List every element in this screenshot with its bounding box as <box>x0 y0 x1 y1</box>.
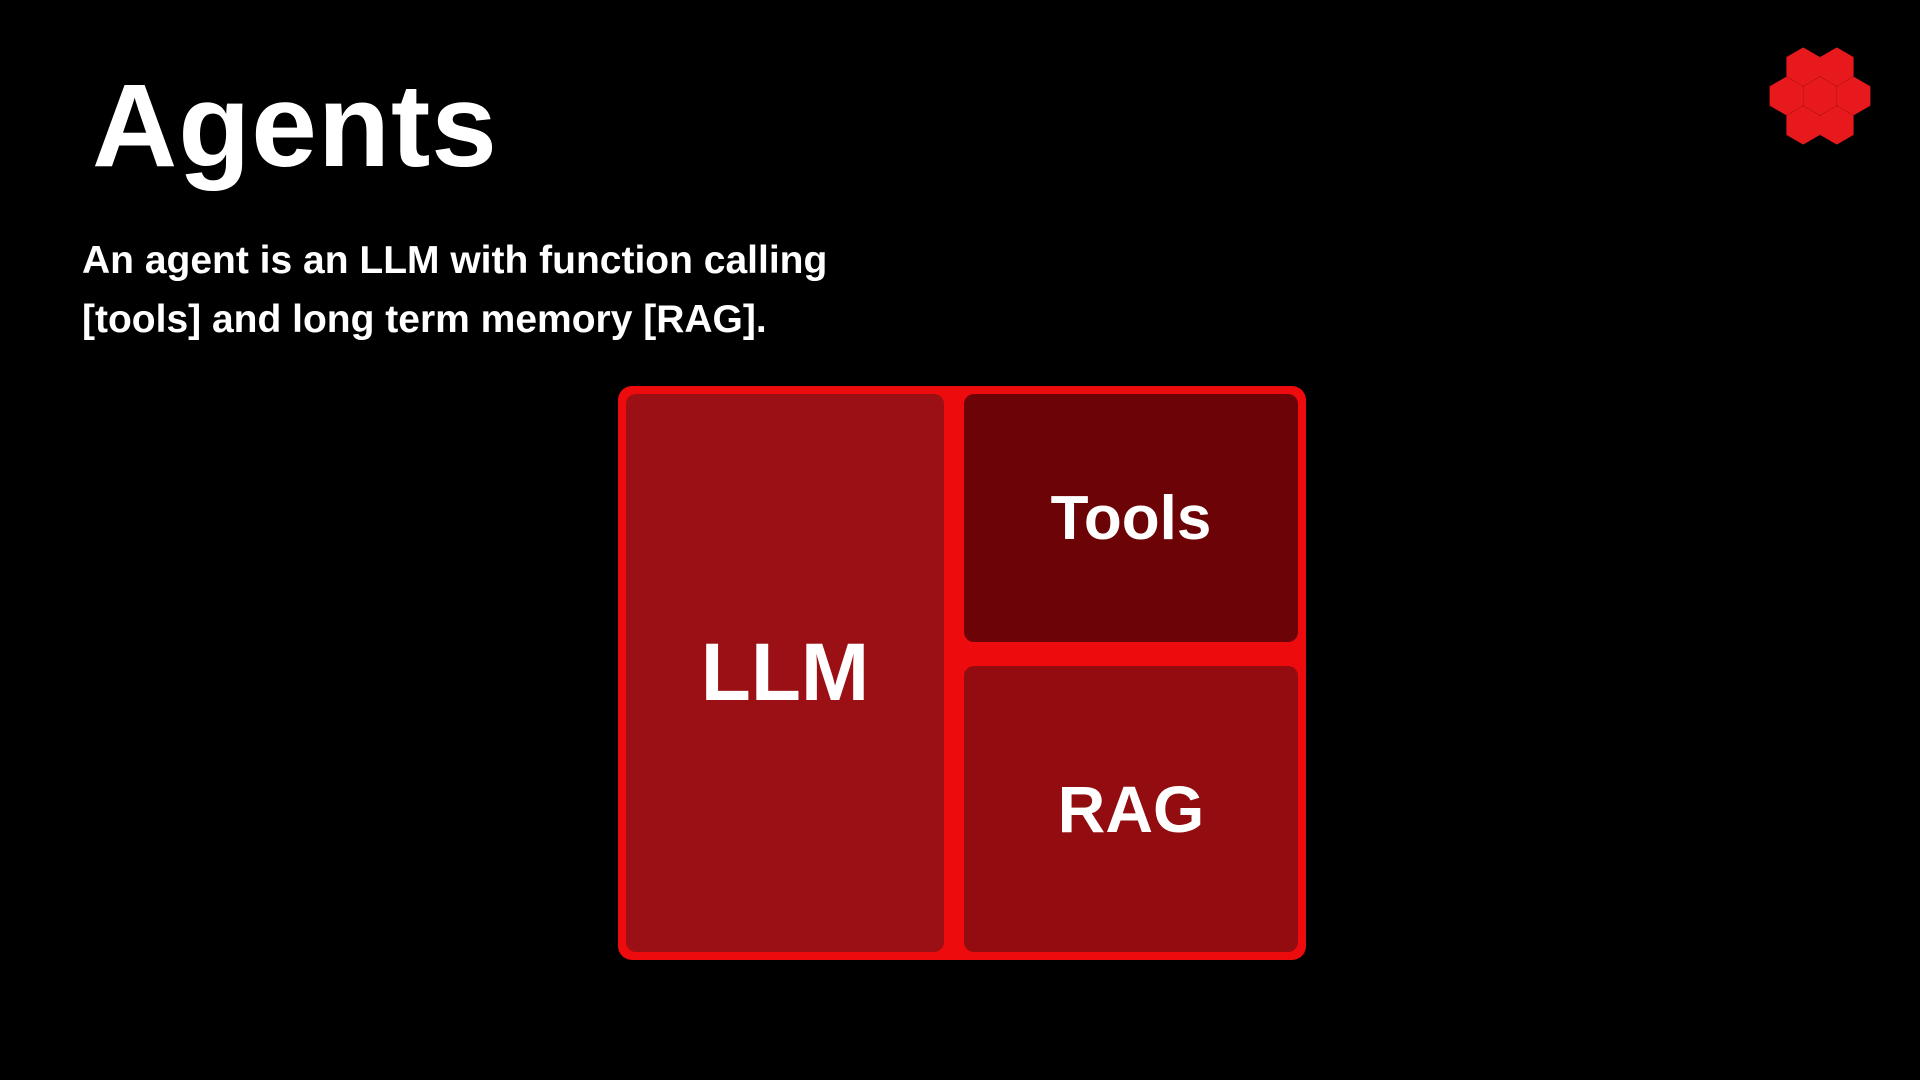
tools-block: Tools <box>964 394 1298 642</box>
rag-block: RAG <box>964 666 1298 952</box>
rag-block-label: RAG <box>1057 772 1205 846</box>
diagram-right-column: Tools RAG <box>964 394 1298 952</box>
subtitle-line-2: [tools] and long term memory [RAG]. <box>82 297 767 341</box>
agent-diagram: LLM Tools RAG <box>618 386 1306 960</box>
tools-block-label: Tools <box>1050 483 1212 553</box>
slide-subtitle: An agent is an LLM with function calling… <box>82 232 827 349</box>
llm-block-label: LLM <box>700 627 870 718</box>
hexagon-logo <box>1760 36 1880 156</box>
llm-block: LLM <box>626 394 944 952</box>
slide-title: Agents <box>92 60 498 192</box>
subtitle-line-1: An agent is an LLM with function calling <box>82 239 828 282</box>
hexagon-cluster-icon <box>1769 47 1871 145</box>
